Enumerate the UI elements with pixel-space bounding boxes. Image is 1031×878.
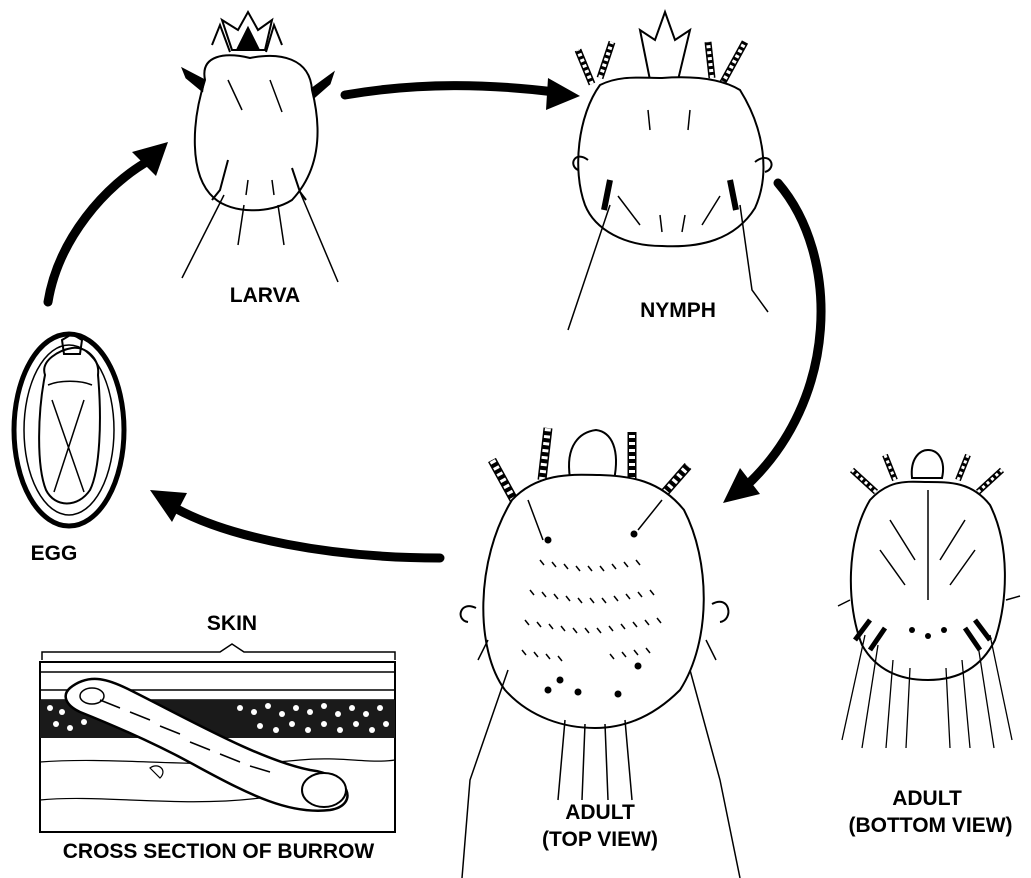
adult-bottom-view-illustration [838, 450, 1020, 748]
egg-label: EGG [14, 541, 94, 567]
adult-top-view-label-line1: ADULT [535, 800, 665, 826]
burrow-illustration [40, 644, 395, 832]
adult-bottom-view-label-line2: (BOTTOM VIEW) [838, 813, 1023, 839]
arrow-larva-to-nymph [345, 86, 555, 95]
adult-bottom-view-label-line1: ADULT [872, 786, 982, 812]
adult-top-view-label-line2: (TOP VIEW) [520, 827, 680, 853]
arrow-egg-to-larva [48, 160, 150, 302]
skin-label: SKIN [192, 611, 272, 637]
larva-illustration [182, 12, 338, 282]
nymph-illustration [568, 12, 772, 330]
arrow-adult-to-egg [175, 508, 440, 558]
arrowhead-adult-to-egg [150, 490, 187, 522]
burrow-caption: CROSS SECTION OF BURROW [36, 839, 401, 865]
larva-label: LARVA [205, 283, 325, 309]
arrow-nymph-to-adult [745, 183, 821, 487]
arrowhead-larva-to-nymph [546, 78, 580, 110]
nymph-label: NYMPH [618, 298, 738, 324]
egg-illustration [14, 334, 124, 526]
